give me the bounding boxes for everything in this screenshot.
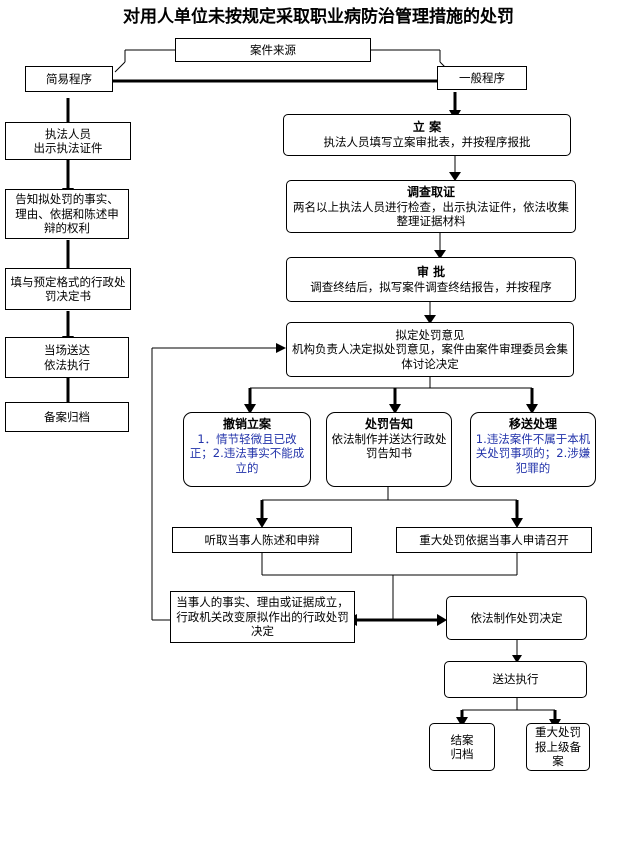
arrowhead — [437, 614, 447, 626]
filing-box: 立 案 执法人员填写立案审批表，并按程序报批 — [283, 114, 571, 156]
inform-rights-box: 告知拟处罚的事实、理由、依据和陈述申辩的权利 — [5, 189, 129, 239]
general-procedure-label: 一般程序 — [459, 70, 505, 85]
notice-box: 处罚告知 依法制作并送达行政处罚告知书 — [326, 412, 452, 487]
filing-title: 立 案 — [412, 120, 442, 135]
connector — [114, 61, 126, 73]
investigate-body: 两名以上执法人员进行检查，出示执法证件，依法收集整理证据材料 — [293, 199, 569, 228]
arrowhead — [244, 404, 256, 414]
arrowhead — [526, 404, 538, 414]
revoke-title: 撤销立案 — [222, 417, 271, 431]
deliver-spot-label: 当场送达 依法执行 — [44, 343, 90, 372]
case-source-label: 案件来源 — [250, 42, 296, 57]
transfer-title: 移送处理 — [508, 417, 557, 431]
general-procedure-box: 一般程序 — [437, 66, 527, 90]
change-decision-box: 当事人的事实、理由或证据成立，行政机关改变原拟作出的行政处罚决定 — [170, 591, 355, 643]
hear-statement-box: 听取当事人陈述和申辩 — [172, 527, 352, 553]
arrowhead — [256, 518, 268, 528]
review-title: 审 批 — [416, 264, 446, 279]
report-superior-label: 重大处罚报上级备案 — [535, 725, 581, 769]
review-box: 审 批 调查终结后，拟写案件调查终结报告，并按程序 — [286, 257, 576, 302]
revoke-filing-box: 撤销立案 1．情节轻微且已改正；2.违法事实不能成立的 — [183, 412, 311, 487]
revoke-body: 1．情节轻微且已改正；2.违法事实不能成立的 — [189, 432, 305, 475]
change-decision-label: 当事人的事实、理由或证据成立，行政机关改变原拟作出的行政处罚决定 — [176, 595, 349, 639]
inform-rights-label: 告知拟处罚的事实、理由、依据和陈述申辩的权利 — [15, 192, 119, 236]
deliver-execute-box: 送达执行 — [444, 661, 587, 698]
hear-statement-label: 听取当事人陈述和申辩 — [204, 532, 320, 547]
archive-simple-box: 备案归档 — [5, 402, 129, 432]
make-decision-box: 依法制作处罚决定 — [446, 596, 587, 640]
arrowhead — [511, 518, 523, 528]
arrowhead — [276, 343, 286, 353]
transfer-body: 1.违法案件不属于本机关处罚事项的；2.涉嫌犯罪的 — [475, 432, 591, 475]
investigate-title: 调查取证 — [406, 184, 455, 199]
arrowhead — [512, 655, 522, 663]
deliver-spot-box: 当场送达 依法执行 — [5, 337, 129, 378]
make-decision-label: 依法制作处罚决定 — [470, 610, 563, 625]
deliver-execute-label: 送达执行 — [492, 672, 539, 687]
close-archive-label: 结案 归档 — [450, 732, 474, 761]
case-source-box: 案件来源 — [175, 38, 371, 62]
show-id-box: 执法人员 出示执法证件 — [5, 122, 131, 160]
investigate-box: 调查取证 两名以上执法人员进行检查，出示执法证件，依法收集整理证据材料 — [286, 180, 576, 233]
arrowhead — [424, 315, 436, 324]
notice-body: 依法制作并送达行政处罚告知书 — [331, 432, 447, 461]
draft-title: 拟定处罚意见 — [395, 327, 465, 342]
draft-body: 机构负责人决定拟处罚意见，案件由案件审理委员会集体讨论决定 — [292, 342, 568, 371]
fill-form-label: 填与预定格式的行政处罚决定书 — [10, 274, 126, 303]
page-title: 对用人单位未按规定采取职业病防治管理措施的处罚 — [123, 7, 514, 27]
arrowhead — [449, 172, 461, 181]
review-body: 调查终结后，拟写案件调查终结报告，并按程序 — [310, 279, 552, 294]
close-archive-box: 结案 归档 — [429, 723, 495, 771]
arrowhead — [456, 717, 468, 727]
arrowhead — [389, 404, 401, 414]
notice-title: 处罚告知 — [364, 417, 413, 431]
simple-procedure-label: 简易程序 — [46, 71, 92, 86]
archive-simple-label: 备案归档 — [44, 409, 90, 424]
transfer-box: 移送处理 1.违法案件不属于本机关处罚事项的；2.涉嫌犯罪的 — [470, 412, 596, 487]
hearing-label: 重大处罚依据当事人申请召开 — [419, 532, 569, 547]
hearing-box: 重大处罚依据当事人申请召开 — [396, 527, 592, 553]
fill-form-box: 填与预定格式的行政处罚决定书 — [5, 268, 131, 310]
show-id-label: 执法人员 出示执法证件 — [33, 126, 103, 155]
simple-procedure-box: 简易程序 — [25, 66, 113, 92]
arrowhead — [434, 250, 446, 259]
report-superior-box: 重大处罚报上级备案 — [526, 723, 590, 771]
draft-opinion-box: 拟定处罚意见 机构负责人决定拟处罚意见，案件由案件审理委员会集体讨论决定 — [286, 322, 574, 377]
filing-body: 执法人员填写立案审批表，并按程序报批 — [323, 135, 531, 150]
